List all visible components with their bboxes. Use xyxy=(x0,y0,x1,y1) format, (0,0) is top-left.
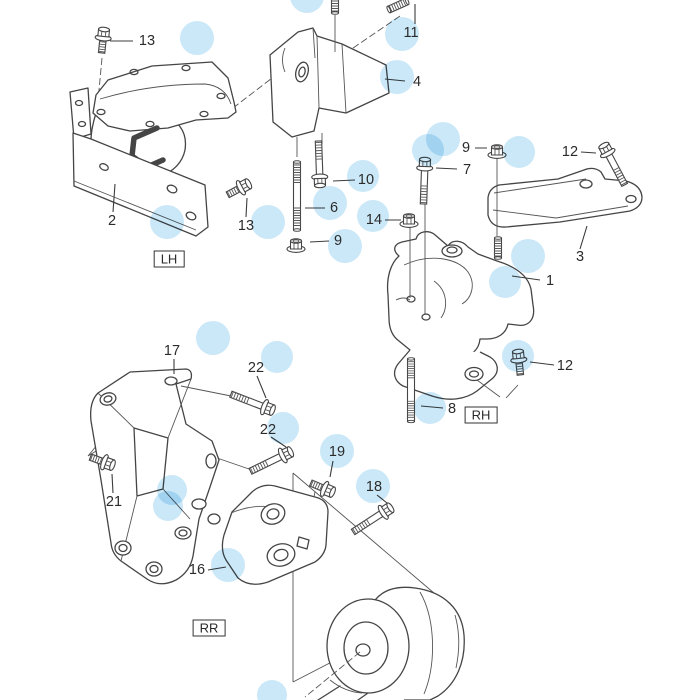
part-hotspot[interactable] xyxy=(257,680,287,700)
part-number-10: 10 xyxy=(357,172,375,188)
part-hotspot[interactable] xyxy=(267,412,299,444)
part-17-bracket-art xyxy=(90,368,221,585)
part-number-18: 18 xyxy=(365,479,383,495)
part-1-rh-mount-art xyxy=(386,231,535,400)
part-3-bracket-art xyxy=(487,167,643,228)
part-number-12: 12 xyxy=(556,358,574,374)
part-hotspot[interactable] xyxy=(502,340,534,372)
part-2-lh-mount-art xyxy=(69,61,237,237)
part-hotspot[interactable] xyxy=(357,200,389,232)
part-hotspot[interactable] xyxy=(153,491,183,521)
part-hotspot[interactable] xyxy=(356,469,390,503)
part-hotspot[interactable] xyxy=(180,21,214,55)
part-hotspot[interactable] xyxy=(290,0,324,13)
part-hotspot[interactable] xyxy=(412,134,444,166)
bolt-13-side xyxy=(223,175,255,203)
part-number-9: 9 xyxy=(461,140,471,156)
bolt-18 xyxy=(348,499,398,540)
part-number-7: 7 xyxy=(462,162,472,178)
rr-centerline xyxy=(304,651,361,698)
part-number-13: 13 xyxy=(138,33,156,49)
part-number-8: 8 xyxy=(447,401,457,417)
bolt-22-upper xyxy=(227,386,278,419)
part-number-21: 21 xyxy=(105,494,123,510)
part-hotspot[interactable] xyxy=(211,548,245,582)
stud-8 xyxy=(406,357,416,424)
part-hotspot[interactable] xyxy=(347,160,379,192)
nut-14 xyxy=(399,213,419,228)
section-label-rh: RH xyxy=(464,406,498,424)
part-hotspot[interactable] xyxy=(251,205,285,239)
part-16-bracket-art xyxy=(221,484,329,585)
rr-mount-art xyxy=(317,586,465,700)
stud-6 xyxy=(292,160,302,232)
stud-top xyxy=(330,0,340,15)
part-number-11: 11 xyxy=(403,25,419,41)
part-hotspot[interactable] xyxy=(511,239,545,273)
part-number-22: 22 xyxy=(259,422,277,438)
part-number-17: 17 xyxy=(163,343,181,359)
part-hotspot[interactable] xyxy=(196,321,230,355)
part-number-12: 12 xyxy=(561,144,579,160)
part-number-2: 2 xyxy=(107,213,117,229)
part-hotspot[interactable] xyxy=(261,341,293,373)
part-hotspot[interactable] xyxy=(503,136,535,168)
stud-11 xyxy=(385,0,411,15)
bolt-22-lower xyxy=(246,443,297,480)
part-hotspot[interactable] xyxy=(150,205,184,239)
part-number-6: 6 xyxy=(329,200,339,216)
part-hotspot[interactable] xyxy=(489,266,521,298)
bolt-13-top xyxy=(93,25,113,55)
part-number-14: 14 xyxy=(365,212,383,228)
part-number-13: 13 xyxy=(237,218,255,234)
part-hotspot[interactable] xyxy=(320,434,354,468)
part-number-16: 16 xyxy=(188,562,206,578)
section-label-lh: LH xyxy=(153,250,185,268)
bolt-10 xyxy=(309,140,329,189)
hotspot-layer xyxy=(150,0,545,700)
part-number-19: 19 xyxy=(328,444,346,460)
part-hotspot[interactable] xyxy=(385,17,419,51)
part-hotspot[interactable] xyxy=(414,392,446,424)
part-number-9: 9 xyxy=(333,233,343,249)
part-hotspot[interactable] xyxy=(328,229,362,263)
part-4-upper-mount-art xyxy=(269,27,390,138)
stud-part1 xyxy=(493,236,503,260)
part-number-3: 3 xyxy=(575,249,585,265)
part-number-22: 22 xyxy=(247,360,265,376)
part-hotspot[interactable] xyxy=(380,60,414,94)
nut-9-lower xyxy=(286,238,306,253)
part-hotspot[interactable] xyxy=(313,186,347,220)
part-number-1: 1 xyxy=(545,273,555,289)
part1-pointer-lines xyxy=(476,379,519,399)
part-number-4: 4 xyxy=(412,74,422,90)
section-label-rr: RR xyxy=(192,619,226,637)
